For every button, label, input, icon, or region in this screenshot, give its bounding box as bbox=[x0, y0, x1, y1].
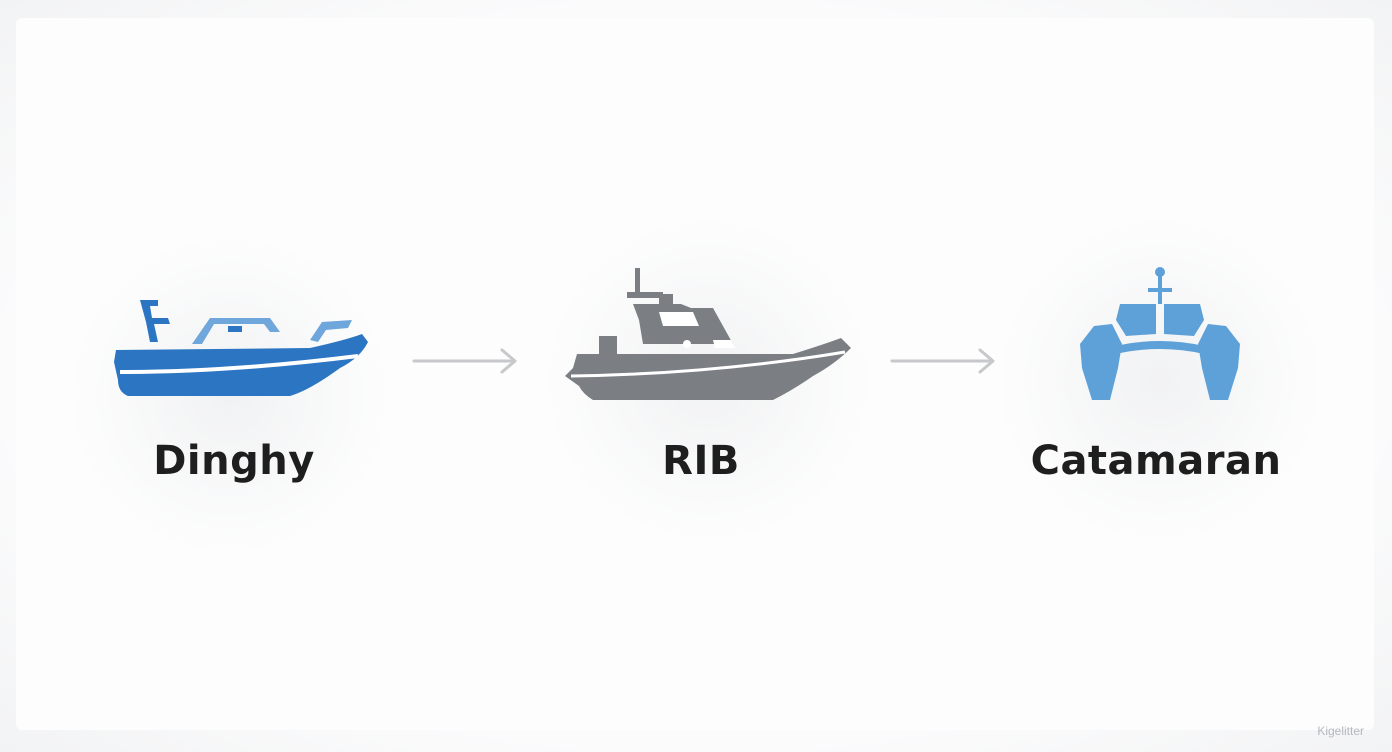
watermark-text: Kigelitter bbox=[1317, 724, 1364, 738]
node-label-catamaran: Catamaran bbox=[1030, 438, 1282, 484]
catamaran-icon bbox=[1080, 267, 1240, 400]
arrow-rib-to-catamaran bbox=[890, 348, 995, 374]
dinghy-boat-icon bbox=[114, 300, 368, 396]
arrow-dinghy-to-rib bbox=[412, 348, 517, 374]
node-label-dinghy: Dinghy bbox=[153, 438, 315, 484]
rib-boat-icon bbox=[565, 268, 851, 400]
node-label-rib: RIB bbox=[662, 438, 740, 484]
